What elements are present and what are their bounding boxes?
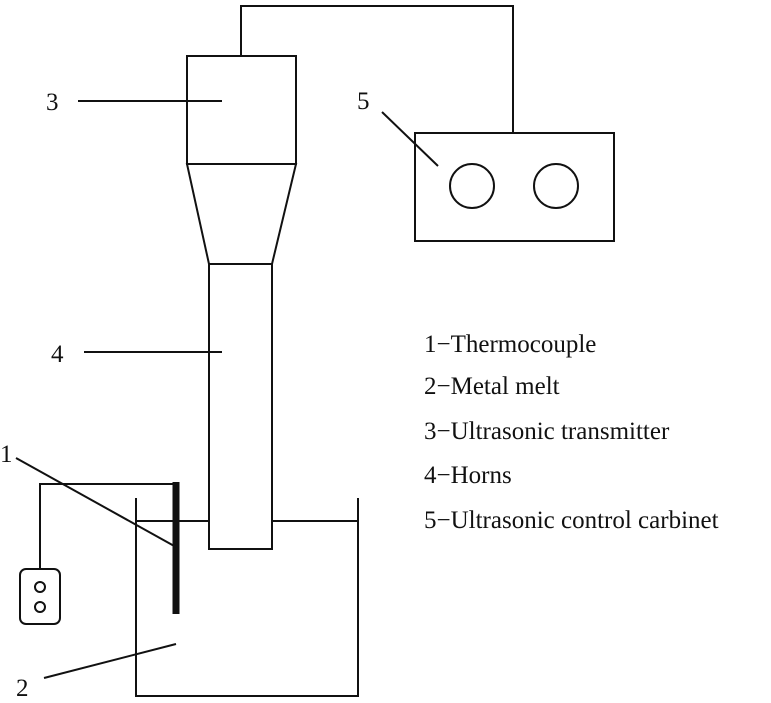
meter-terminal-top (34, 581, 46, 593)
horn-cone (185, 163, 298, 265)
legend: 1−Thermocouple 2−Metal melt 3−Ultrasonic… (424, 331, 719, 534)
thermocouple-meter (19, 568, 61, 625)
ultrasonic-transmitter (186, 55, 297, 165)
cabinet-knob-left (449, 163, 495, 209)
legend-item-ultrasonic-transmitter: 3−Ultrasonic transmitter (424, 418, 670, 445)
control-cabinet (414, 132, 615, 242)
legend-item-control-cabinet: 5−Ultrasonic control carbinet (424, 507, 719, 534)
callout-4: 4 (51, 341, 64, 368)
callout-5: 5 (357, 88, 370, 115)
callout-1: 1 (0, 441, 13, 468)
thermocouple-wire (39, 483, 176, 569)
meter-terminal-bottom (34, 601, 46, 613)
cabinet-knob-right (533, 163, 579, 209)
horn (208, 263, 273, 550)
callout-3: 3 (46, 89, 59, 116)
legend-item-horns: 4−Horns (424, 462, 512, 489)
leader-line-5 (381, 111, 439, 167)
legend-item-metal-melt: 2−Metal melt (424, 373, 560, 400)
leader-line-1 (15, 457, 177, 548)
crucible (135, 498, 359, 697)
transmitter-cable (240, 5, 514, 133)
legend-item-thermocouple: 1−Thermocouple (424, 331, 596, 358)
callout-2: 2 (16, 675, 29, 702)
leader-line-2 (43, 643, 177, 679)
